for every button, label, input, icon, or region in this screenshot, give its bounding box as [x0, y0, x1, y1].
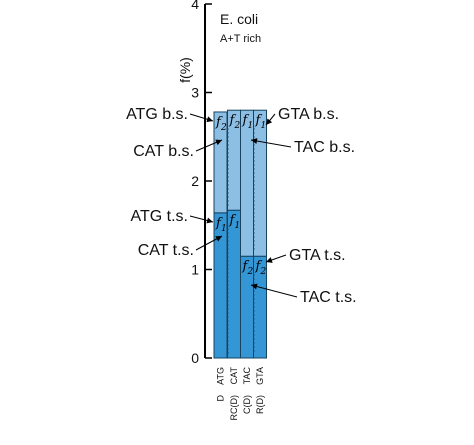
f-symbol-subscript: 1: [235, 221, 241, 231]
category-label-bottom: C(D): [242, 395, 252, 414]
annotation: ATG t.s.: [131, 208, 214, 225]
category-label-bottom: D: [216, 395, 226, 402]
f-symbol-letter: f: [242, 113, 250, 128]
annotation-arrowhead: [206, 217, 213, 224]
f-symbol-letter: f: [242, 259, 250, 274]
annotation: ATG b.s.: [126, 106, 214, 123]
f-symbol-letter: f: [255, 113, 263, 128]
annotation-label: ATG t.s.: [131, 208, 188, 225]
annotation-arrowhead: [215, 236, 222, 242]
y-tick-label: 4: [191, 0, 199, 12]
f-symbol-letter: f: [255, 259, 263, 274]
annotation: TAC b.s.: [250, 138, 355, 156]
annotation-arrow: [250, 284, 298, 298]
category-label-top: CAT: [229, 367, 239, 385]
annotation: GTA b.s.: [265, 106, 339, 126]
y-axis-label: f(%): [177, 57, 193, 83]
category-label-top: GTA: [255, 367, 265, 385]
annotation-arrowhead: [206, 116, 213, 123]
f-symbol-subscript: 2: [220, 123, 227, 133]
annotation-label: TAC t.s.: [300, 289, 357, 306]
f-symbol-subscript: 2: [260, 267, 267, 277]
annotation: GTA t.s.: [265, 247, 346, 264]
annotation-arrow: [250, 139, 292, 148]
annotation-label: TAC b.s.: [294, 139, 355, 156]
annotation-arrowhead: [251, 283, 258, 290]
f-symbol-subscript: 1: [261, 121, 267, 131]
annotation-label: CAT b.s.: [133, 143, 194, 160]
y-tick-label: 1: [191, 262, 199, 278]
y-tick-label: 3: [191, 85, 199, 101]
annotation-arrowhead: [215, 139, 222, 146]
f-symbol-letter: f: [229, 213, 237, 228]
annotation-label: GTA b.s.: [278, 106, 339, 123]
bar-ts: [227, 209, 241, 359]
category-label-top: ATG: [216, 367, 226, 385]
chart-subtitle: A+T rich: [220, 33, 261, 45]
category-label-bottom: RC(D): [229, 395, 239, 421]
annotation-label: CAT t.s.: [138, 242, 194, 259]
chart-title: E. coli: [220, 11, 258, 27]
annotation-arrowhead: [266, 257, 273, 263]
category-label-top: TAC: [242, 367, 252, 385]
annotation-arrowhead: [266, 118, 273, 125]
annotation: CAT t.s.: [138, 235, 223, 259]
annotation: TAC t.s.: [250, 283, 357, 306]
bar-bs: [240, 109, 254, 257]
y-tick-label: 0: [191, 350, 199, 366]
f-symbol-letter: f: [215, 115, 223, 130]
bar-bs: [253, 109, 267, 257]
bar-ts: [213, 212, 228, 359]
f-symbol-letter: f: [229, 113, 237, 128]
f-symbol-subscript: 2: [234, 121, 241, 131]
annotation-label: ATG b.s.: [126, 106, 188, 123]
annotation: CAT b.s.: [133, 139, 223, 160]
f-symbol-letter: f: [215, 216, 223, 231]
f-symbol-subscript: 1: [221, 224, 227, 234]
f-symbol-subscript: 1: [248, 121, 254, 131]
y-tick-label: 2: [191, 173, 199, 189]
annotation-label: GTA t.s.: [289, 247, 346, 264]
f-symbol-subscript: 2: [247, 267, 254, 277]
annotation-arrowhead: [251, 138, 258, 144]
category-label-bottom: R(D): [255, 395, 265, 414]
